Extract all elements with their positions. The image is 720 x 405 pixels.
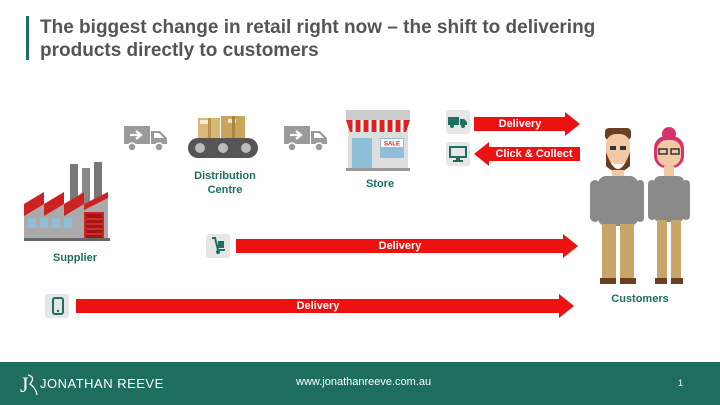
conveyor-boxes-icon (188, 116, 258, 158)
click-collect-label: Click & Collect (495, 148, 573, 160)
factory-icon (24, 162, 110, 241)
dc-delivery-label: Delivery (378, 240, 422, 252)
supplier-delivery-label: Delivery (296, 300, 340, 312)
brand-logo-icon: J (20, 372, 38, 397)
supplier-delivery-arrow: Delivery (76, 294, 574, 318)
mobile-phone-icon (52, 297, 64, 315)
customers-label: Customers (611, 293, 669, 305)
slide-title-line-1: The biggest change in retail right now –… (40, 17, 596, 38)
brand-name: JONATHAN REEVE (40, 376, 164, 391)
click-collect-arrow: Click & Collect (474, 142, 580, 166)
page-number: 1 (678, 378, 684, 388)
store-sale-sign: SALE (384, 142, 400, 148)
website-link[interactable]: www.jonathanreeve.com.au (296, 376, 432, 388)
woman-icon (648, 127, 690, 284)
store-label: Store (365, 178, 395, 190)
supplier-label: Supplier (52, 252, 97, 264)
hand-truck-icon (212, 237, 225, 254)
truck-icon (284, 126, 327, 152)
dc-delivery-arrow: Delivery (236, 234, 578, 258)
distribution-centre-label: Distribution Centre (194, 170, 256, 196)
truck-icon (124, 126, 167, 152)
slide-title-line-2: products directly to customers (40, 40, 319, 61)
store-delivery-label: Delivery (498, 118, 542, 130)
man-icon (590, 128, 644, 284)
computer-screen-icon (449, 146, 467, 162)
title-accent-bar (26, 16, 29, 60)
brand-logo-letter: J (20, 372, 29, 397)
slide-title: The biggest change in retail right now –… (40, 16, 680, 62)
footer-bar: J JONATHAN REEVE www.jonathanreeve.com.a… (0, 362, 720, 405)
storefront-icon: SALE (346, 110, 410, 171)
store-delivery-arrow: Delivery (474, 112, 580, 136)
delivery-truck-small-icon (448, 117, 467, 128)
